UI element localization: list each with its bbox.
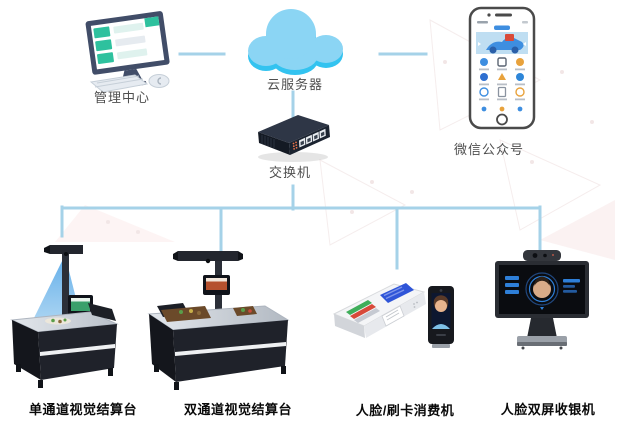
switch-label: 交换机 <box>268 165 312 180</box>
single-lane-vision-checkout-icon <box>10 245 119 388</box>
dual-lane-vision-checkout-icon <box>147 251 290 390</box>
desktop-computer-icon <box>85 11 170 93</box>
single-lane-checkout-label: 单通道视觉结算台 <box>28 402 138 417</box>
wechat-official-account-label: 微信公众号 <box>453 142 525 157</box>
management-center-label: 管理中心 <box>93 90 151 105</box>
face-dual-screen-register-label: 人脸双屏收银机 <box>500 402 596 417</box>
face-dual-screen-register-icon <box>495 250 589 350</box>
face-card-payment-terminal-icon <box>332 283 454 348</box>
smartphone-icon <box>468 6 536 130</box>
ethernet-switch-icon <box>258 115 330 162</box>
cloud-server-label: 云服务器 <box>266 77 324 92</box>
face-card-terminal-label: 人脸/刷卡消费机 <box>355 403 455 418</box>
dual-lane-checkout-label: 双通道视觉结算台 <box>183 402 293 417</box>
cloud-icon <box>248 9 343 75</box>
